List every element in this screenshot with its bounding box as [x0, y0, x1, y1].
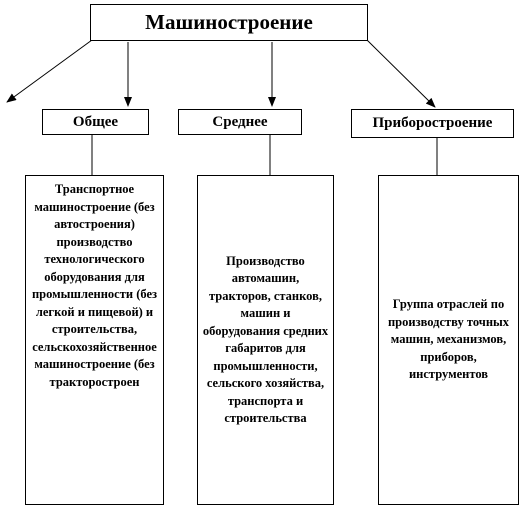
category-label: Приборостроение: [372, 115, 493, 131]
arrow-to-priborostroenie: [366, 39, 436, 108]
description-priborostroenie: Группа отраслей по производству точных м…: [378, 175, 519, 505]
category-label: Общее: [72, 113, 119, 130]
category-priborostroenie: Приборостроение: [351, 109, 514, 138]
description-text: Группа отраслей по производству точных м…: [387, 297, 510, 382]
description-text: Транспортное машиностроение (без автостр…: [31, 182, 158, 389]
root-title: Машиностроение: [145, 10, 313, 34]
category-srednee: Среднее: [178, 109, 302, 135]
description-obshchee: Транспортное машиностроение (без автостр…: [25, 175, 164, 505]
arrow-to-offscreen: [6, 39, 93, 103]
category-obshchee: Общее: [42, 109, 149, 135]
description-text: Производство автомашин, тракторов, станк…: [202, 253, 329, 426]
root-node: Машиностроение: [90, 4, 368, 41]
description-srednee: Производство автомашин, тракторов, станк…: [197, 175, 334, 505]
category-label: Среднее: [212, 113, 268, 130]
